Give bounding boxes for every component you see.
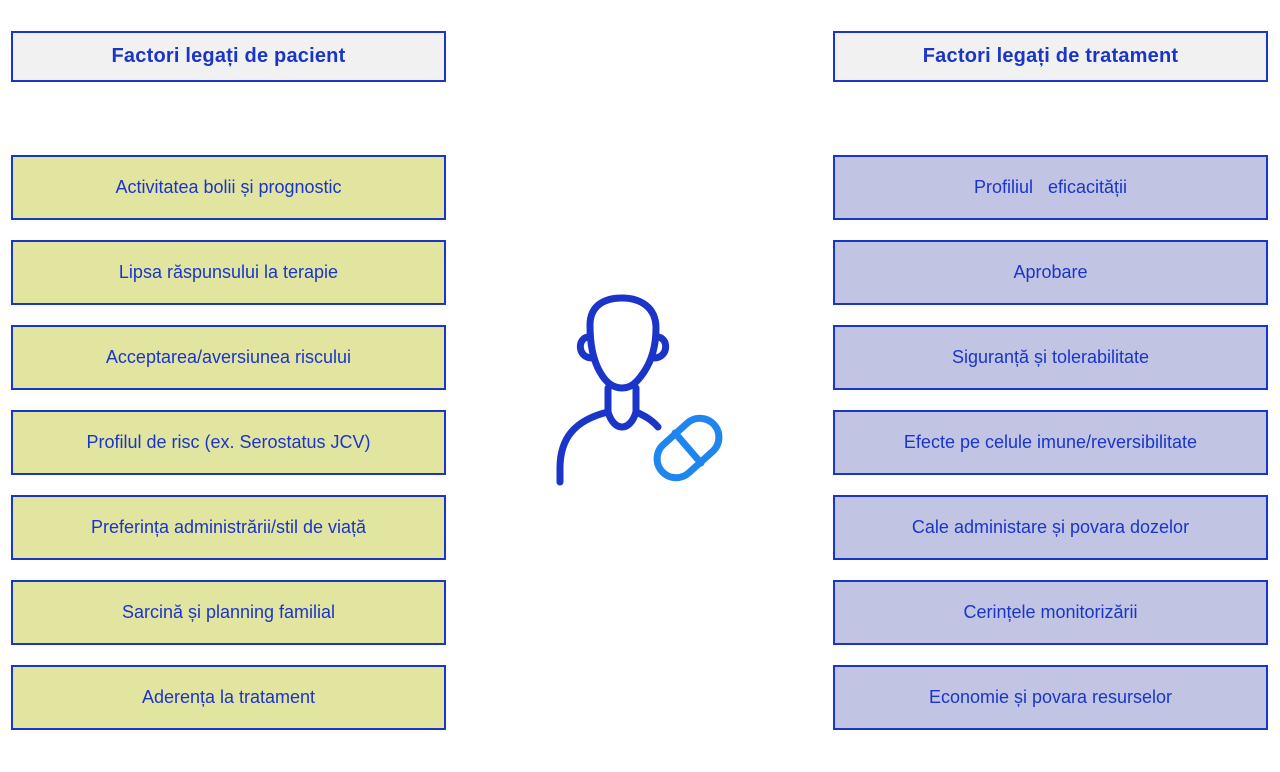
patient-factor-box: Acceptarea/aversiunea riscului: [11, 325, 446, 390]
patient-factor-label: Aderența la tratament: [141, 687, 316, 707]
treatment-factor-box: Economie și povara resurselor: [833, 665, 1268, 730]
patient-factors-title: Factori legați de pacient: [111, 45, 346, 67]
treatment-factor-box: Efecte pe celule imune/reversibilitate: [833, 410, 1268, 475]
patient-with-pill-icon: [556, 294, 723, 486]
treatment-factor-box: Profiliul eficacității: [833, 155, 1268, 220]
patient-factor-label: Profilul de risc (ex. Serostatus JCV): [86, 432, 371, 452]
treatment-factor-label: Profiliul eficacității: [973, 177, 1128, 197]
treatment-factor-label: Siguranță și tolerabilitate: [951, 347, 1150, 367]
patient-factor-label: Lipsa răspunsului la terapie: [118, 262, 339, 282]
treatment-factor-label: Cerințele monitorizării: [963, 602, 1138, 622]
treatment-factor-label: Efecte pe celule imune/reversibilitate: [903, 432, 1198, 452]
treatment-factor-box: Cerințele monitorizării: [833, 580, 1268, 645]
treatment-factor-box: Siguranță și tolerabilitate: [833, 325, 1268, 390]
patient-factor-label: Preferința administrării/stil de viață: [90, 517, 367, 537]
patient-factor-box: Sarcină și planning familial: [11, 580, 446, 645]
person-icon: [556, 294, 670, 486]
treatment-factor-label: Cale administare și povara dozelor: [911, 517, 1190, 537]
patient-factor-box: Profilul de risc (ex. Serostatus JCV): [11, 410, 446, 475]
patient-factor-box: Preferința administrării/stil de viață: [11, 495, 446, 560]
patient-factor-label: Activitatea bolii și prognostic: [115, 177, 342, 197]
patient-factor-box: Aderența la tratament: [11, 665, 446, 730]
patient-factor-label: Sarcină și planning familial: [121, 602, 336, 622]
treatment-factor-box: Aprobare: [833, 240, 1268, 305]
patient-factor-label: Acceptarea/aversiunea riscului: [105, 347, 352, 367]
pill-icon: [653, 414, 723, 482]
treatment-factors-title: Factori legați de tratament: [922, 45, 1179, 67]
treatment-factor-label: Economie și povara resurselor: [928, 687, 1173, 707]
treatment-factors-header: Factori legați de tratament: [833, 31, 1268, 82]
patient-factor-box: Lipsa răspunsului la terapie: [11, 240, 446, 305]
patient-factors-header: Factori legați de pacient: [11, 31, 446, 82]
treatment-factor-box: Cale administare și povara dozelor: [833, 495, 1268, 560]
treatment-factor-label: Aprobare: [1013, 262, 1088, 282]
patient-factor-box: Activitatea bolii și prognostic: [11, 155, 446, 220]
